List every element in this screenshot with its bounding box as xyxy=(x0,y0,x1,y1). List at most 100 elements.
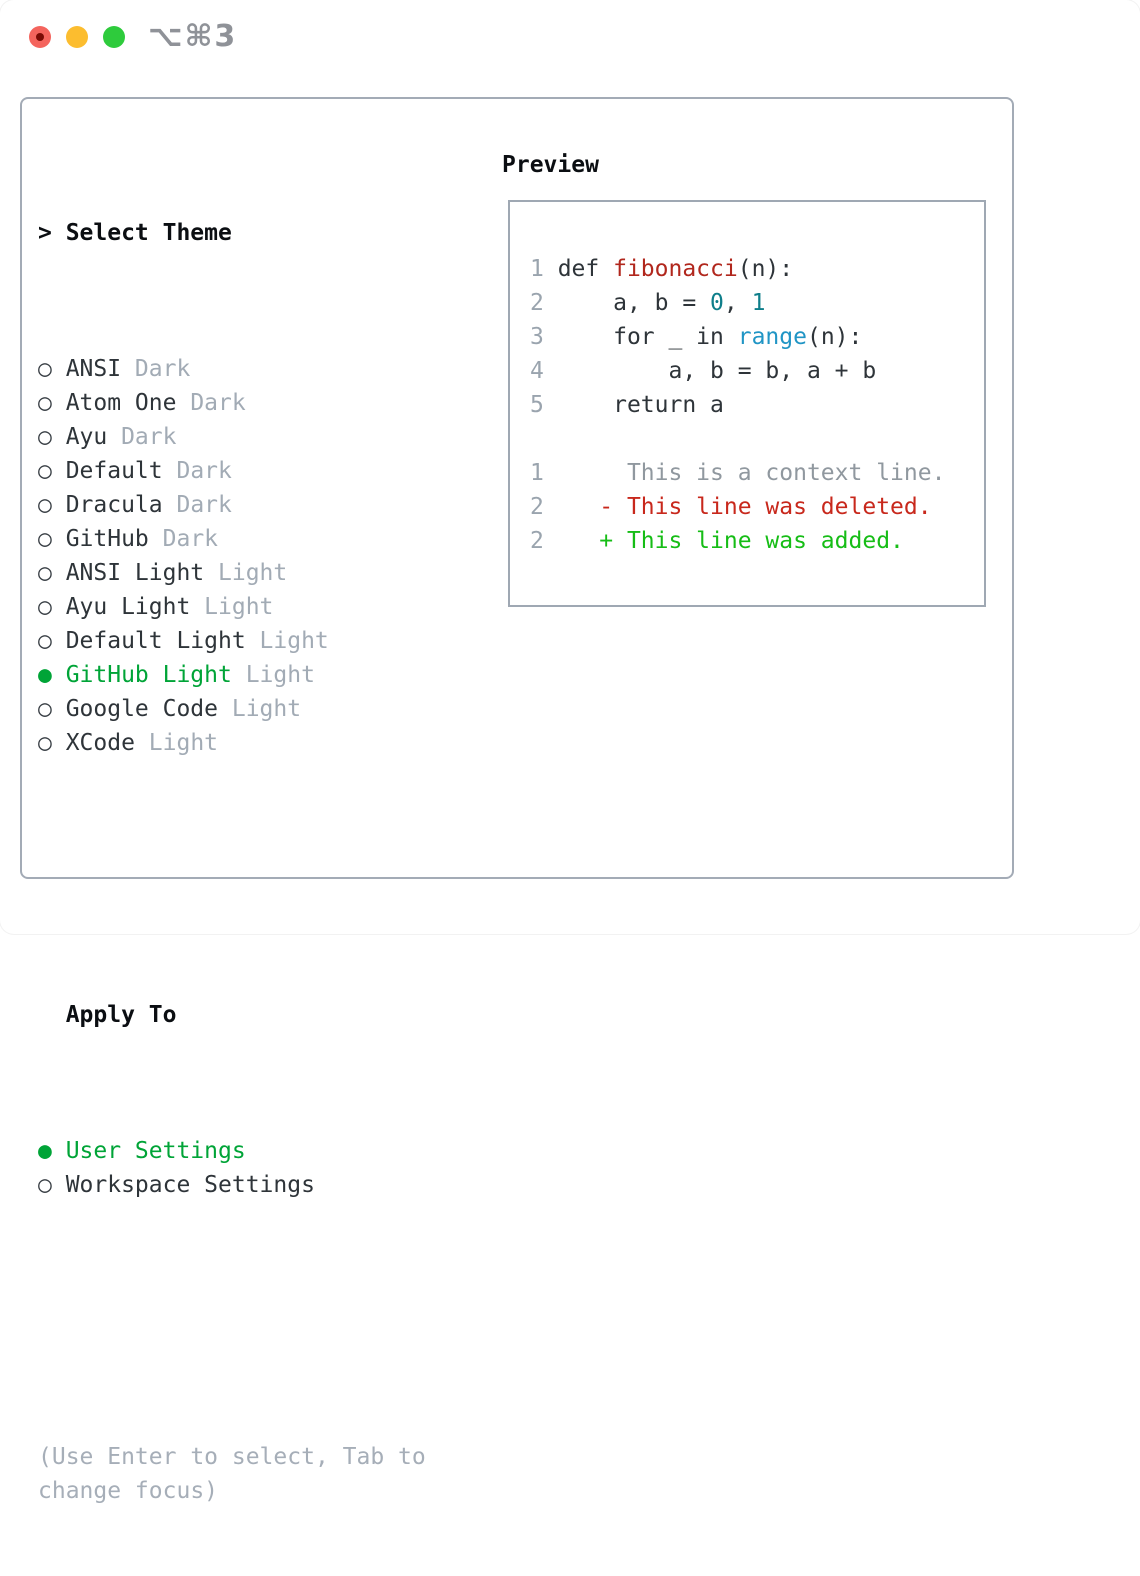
theme-item-name: Atom One xyxy=(65,390,177,416)
apply-to-label: Apply To xyxy=(65,1002,177,1028)
preview-line: 1 def fibonacci(n): xyxy=(530,252,984,286)
traffic-lights xyxy=(29,26,125,48)
code-segment-lineno: 1 xyxy=(530,460,558,486)
titlebar: ⌥⌘3 xyxy=(0,0,1140,74)
theme-variant-tag: Light xyxy=(204,594,274,620)
preview-line: 1 This is a context line. xyxy=(530,456,984,490)
apply-to-list: ● User Settings ○Workspace Settings xyxy=(38,1134,458,1202)
theme-item-name: ANSI xyxy=(65,356,122,382)
code-segment-code: a, b = xyxy=(557,290,711,316)
code-segment-code: a, b = b, a + b xyxy=(557,358,877,384)
spacer xyxy=(38,862,458,896)
preview-line: 2 a, b = 0, 1 xyxy=(530,286,984,320)
radio-selected-icon: ● xyxy=(38,1138,52,1164)
theme-item-name: Ayu xyxy=(65,424,108,450)
apply-to-option-workspace-settings[interactable]: ○Workspace Settings xyxy=(38,1168,458,1202)
radio-icon: ○ xyxy=(38,356,52,382)
theme-item-ansi-light[interactable]: ○ ANSI Light Light xyxy=(38,556,458,590)
zoom-button[interactable] xyxy=(103,26,125,48)
apply-to-option-user-settings[interactable]: ● User Settings xyxy=(38,1134,458,1168)
theme-variant-tag: Light xyxy=(148,730,219,756)
preview-line: 3 for _ in range(n): xyxy=(530,320,984,354)
code-segment-deleted: - This line was deleted. xyxy=(557,494,932,520)
code-segment-lineno: 3 xyxy=(530,324,558,350)
preview-line: 2 + This line was added. xyxy=(530,524,984,558)
theme-item-name: Ayu Light xyxy=(65,594,191,620)
code-segment-number: 0 xyxy=(710,290,724,316)
theme-variant-tag: Light xyxy=(259,628,329,654)
theme-variant-tag: Light xyxy=(218,560,288,586)
code-segment-lineno: 2 xyxy=(530,528,558,554)
radio-icon: ○ xyxy=(38,458,52,484)
radio-icon: ○ xyxy=(38,594,52,620)
theme-item-github-light[interactable]: ● GitHub Light Light xyxy=(38,658,458,692)
theme-item-google-code[interactable]: ○ Google Code Light xyxy=(38,692,458,726)
preview-line xyxy=(530,422,984,456)
theme-item-ansi[interactable]: ○ ANSI Dark xyxy=(38,352,458,386)
radio-icon: ○ xyxy=(38,696,52,722)
select-theme-header: >Select Theme xyxy=(38,216,458,250)
theme-item-atom-one[interactable]: ○ Atom One Dark xyxy=(38,386,458,420)
radio-icon: ○ xyxy=(38,424,52,450)
code-segment-added: + This line was added. xyxy=(557,528,904,554)
code-segment-code: (n): xyxy=(737,256,794,282)
code-segment-number: 1 xyxy=(751,290,766,316)
code-segment-lineno: 4 xyxy=(530,358,558,384)
theme-variant-tag: Dark xyxy=(190,390,246,416)
code-segment-code: return a xyxy=(557,392,724,418)
theme-variant-tag: Dark xyxy=(176,492,232,518)
radio-icon: ○ xyxy=(38,390,52,416)
code-segment-code: def xyxy=(557,256,614,282)
theme-item-ayu-light[interactable]: ○ Ayu Light Light xyxy=(38,590,458,624)
theme-variant-tag: Dark xyxy=(176,458,232,484)
code-segment-code: (n): xyxy=(806,324,863,350)
theme-item-name: XCode xyxy=(65,730,135,756)
code-segment-code: for _ in xyxy=(557,324,738,350)
minimize-button[interactable] xyxy=(66,26,88,48)
code-segment-builtin: range xyxy=(737,324,807,350)
help-text: (Use Enter to select, Tab to change focu… xyxy=(38,1444,426,1504)
close-button[interactable] xyxy=(29,26,51,48)
radio-icon: ○ xyxy=(38,628,52,654)
apply-to-header: Apply To xyxy=(38,998,458,1032)
preview-label: Preview xyxy=(502,152,599,178)
select-theme-label: Select Theme xyxy=(65,220,232,246)
window-title-shortcut: ⌥⌘3 xyxy=(148,19,238,54)
code-segment-lineno: 2 xyxy=(530,494,558,520)
code-segment-function: fibonacci xyxy=(613,256,738,282)
theme-item-name: GitHub Light xyxy=(65,662,232,688)
theme-variant-tag: Dark xyxy=(121,424,177,450)
radio-icon: ○ xyxy=(38,560,52,586)
theme-item-ayu[interactable]: ○ Ayu Dark xyxy=(38,420,458,454)
theme-item-default-light[interactable]: ○ Default Light Light xyxy=(38,624,458,658)
code-segment-lineno: 1 xyxy=(530,256,558,282)
radio-icon: ○ xyxy=(38,730,52,756)
theme-variant-tag: Dark xyxy=(162,526,219,552)
theme-variant-tag: Light xyxy=(231,696,302,722)
theme-item-name: GitHub xyxy=(65,526,149,552)
theme-item-name: Default xyxy=(65,458,163,484)
preview-line: 2 - This line was deleted. xyxy=(530,490,984,524)
radio-icon: ○ xyxy=(38,492,52,518)
theme-item-default[interactable]: ○ Default Dark xyxy=(38,454,458,488)
theme-item-name: Google Code xyxy=(65,696,219,722)
theme-variant-tag: Dark xyxy=(134,356,191,382)
theme-item-xcode[interactable]: ○ XCode Light xyxy=(38,726,458,760)
radio-selected-icon: ● xyxy=(38,662,52,688)
apply-to-option-name: User Settings xyxy=(65,1138,246,1164)
theme-variant-tag: Light xyxy=(245,662,315,688)
theme-item-name: Default Light xyxy=(65,628,246,654)
theme-item-name: ANSI Light xyxy=(65,560,205,586)
code-segment-lineno: 2 xyxy=(530,290,558,316)
preview-line: 5 return a xyxy=(530,388,984,422)
preview-line: 4 a, b = b, a + b xyxy=(530,354,984,388)
code-segment-code: , xyxy=(723,290,752,316)
